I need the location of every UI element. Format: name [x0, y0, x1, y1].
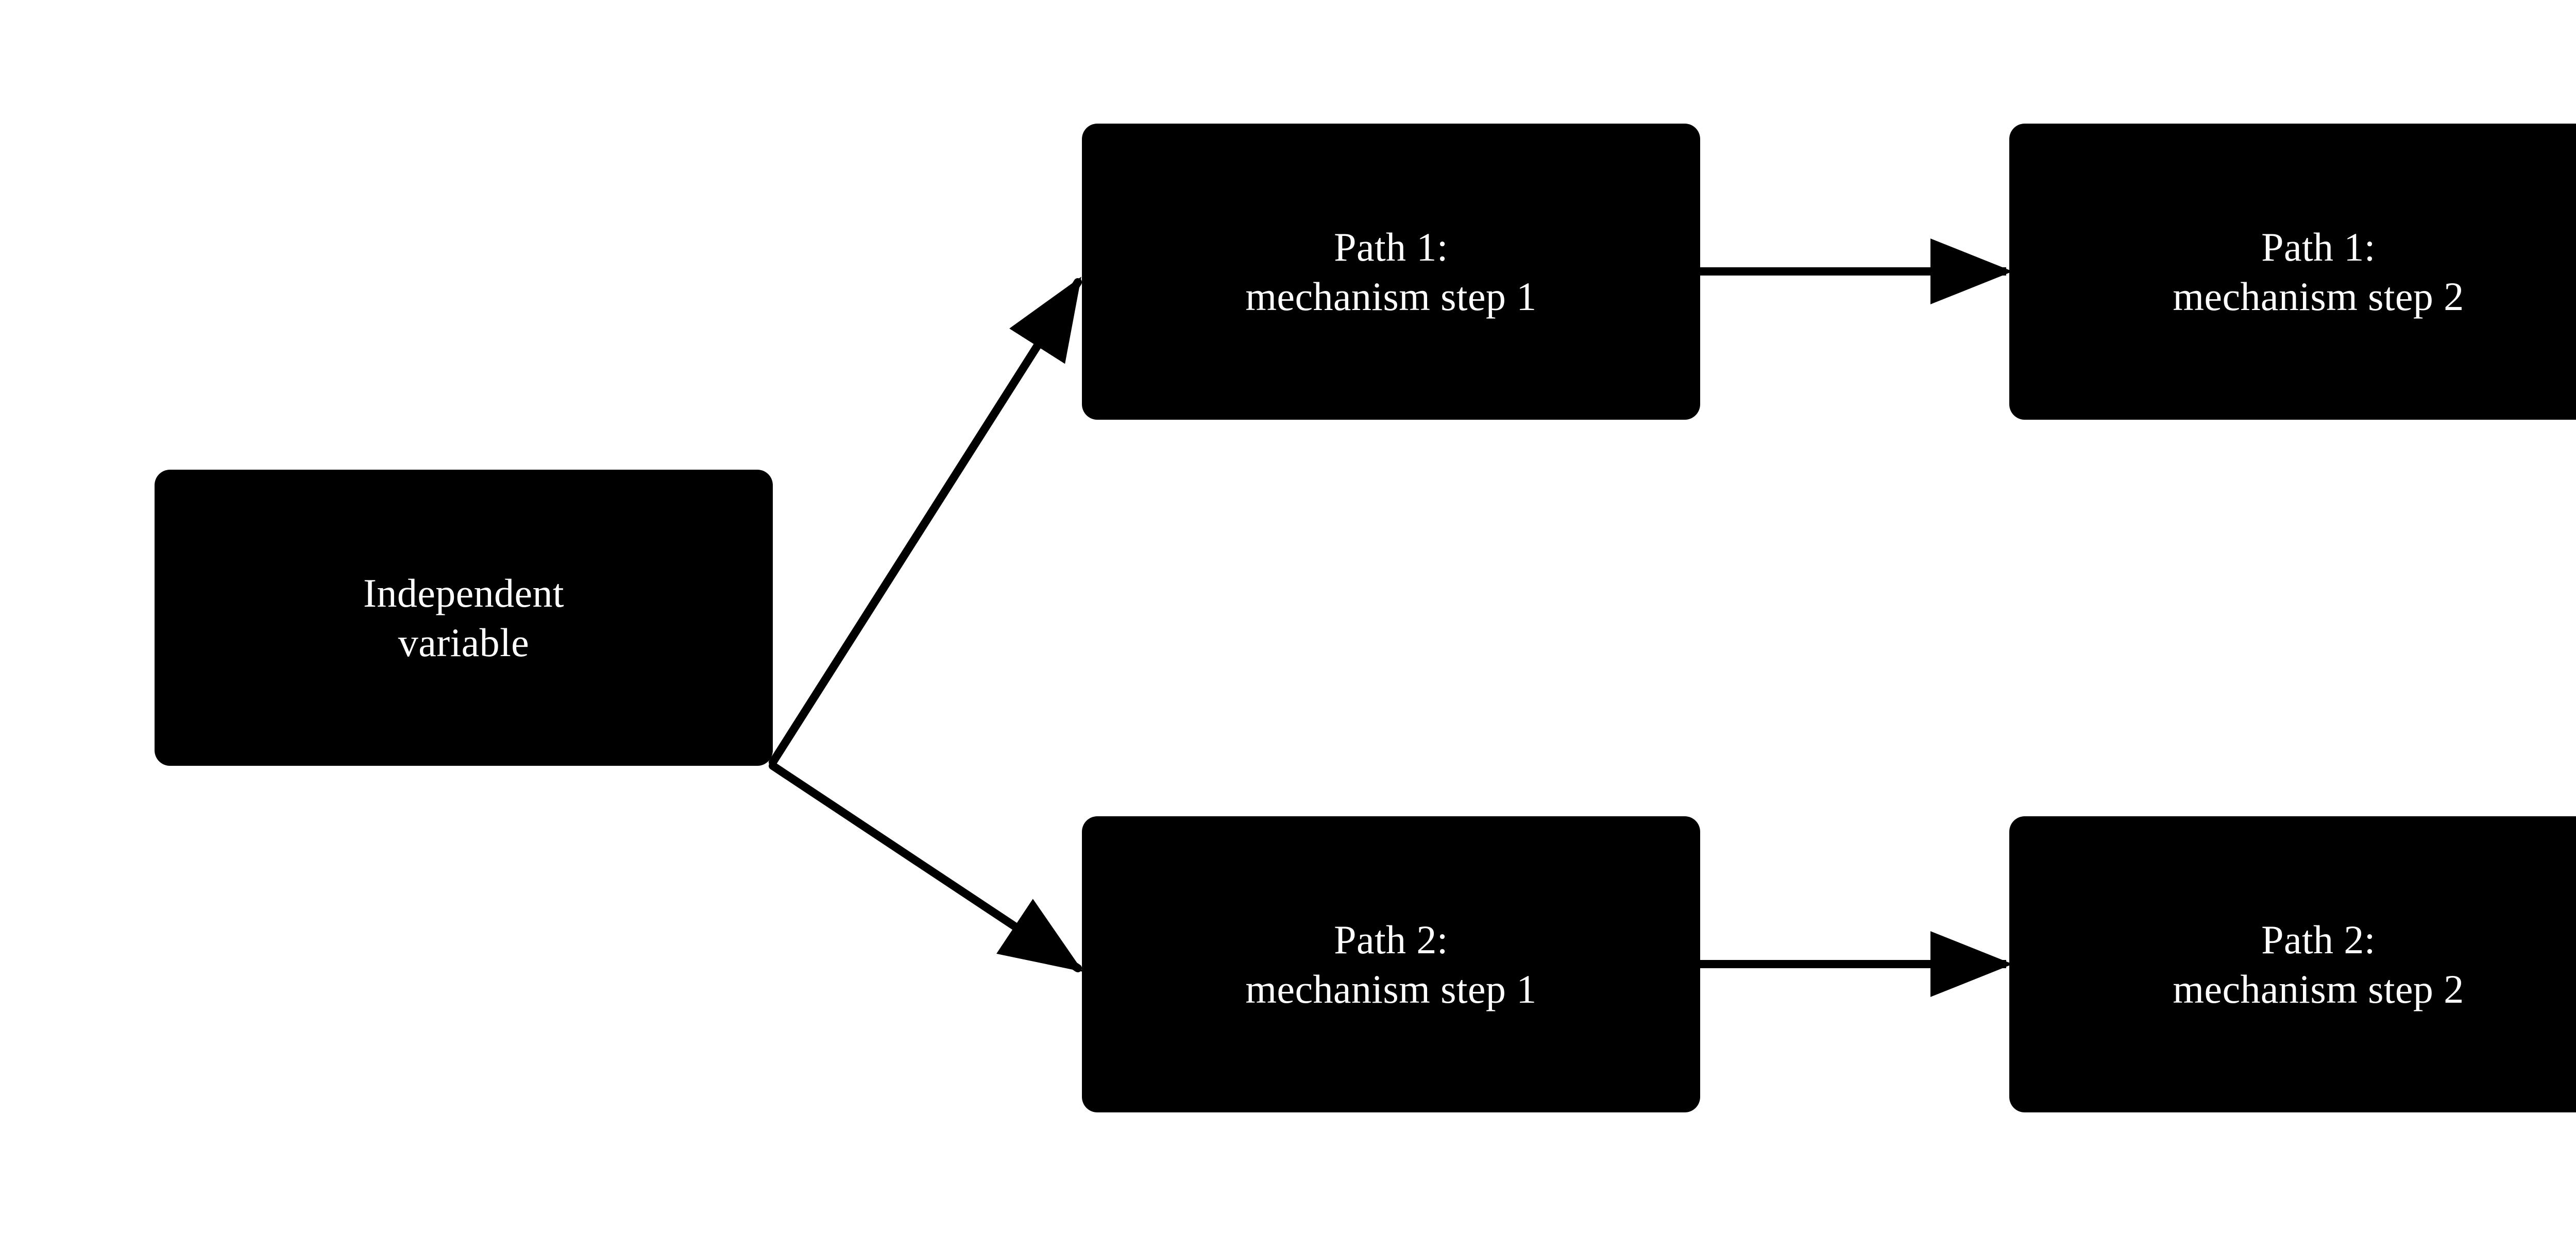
node-path1-mechanism-step-1[interactable]: Path 1: mechanism step 1 [1082, 124, 1700, 420]
edge-iv-to-path1-step1 [769, 277, 1082, 766]
node-independent-variable[interactable]: Independent variable [155, 470, 773, 766]
node-path2-mechanism-step-1-label: Path 2: mechanism step 1 [1245, 917, 1537, 1011]
node-independent-variable-label: Independent variable [363, 571, 564, 665]
edge-iv-to-path2-step1 [769, 762, 1083, 972]
node-path2-mechanism-step-1[interactable]: Path 2: mechanism step 1 [1082, 816, 1700, 1112]
node-path1-mechanism-step-2-label: Path 1: mechanism step 2 [2173, 225, 2464, 319]
node-path1-mechanism-step-1-label: Path 1: mechanism step 1 [1245, 225, 1537, 319]
node-path1-mechanism-step-2[interactable]: Path 1: mechanism step 2 [2009, 124, 2576, 420]
node-path2-mechanism-step-2-label: Path 2: mechanism step 2 [2173, 917, 2464, 1011]
node-path2-mechanism-step-2[interactable]: Path 2: mechanism step 2 [2009, 816, 2576, 1112]
